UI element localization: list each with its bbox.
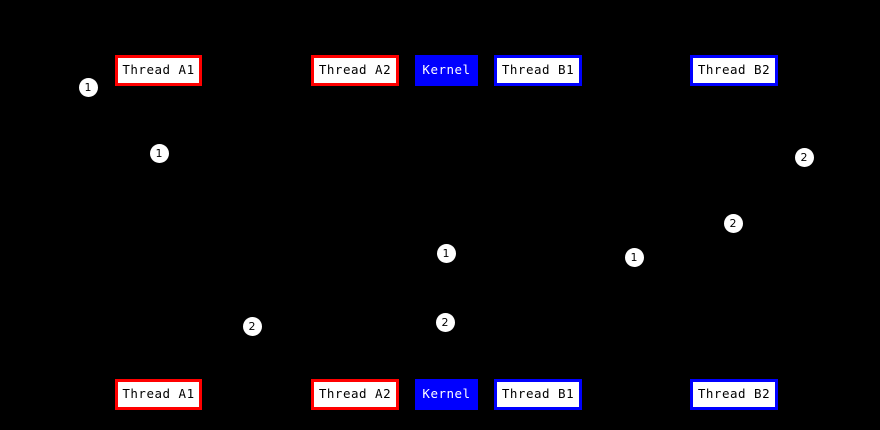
participant-top-kernel[interactable]: Kernel xyxy=(415,55,478,86)
msg-6 xyxy=(538,257,634,258)
participant-label: Thread A2 xyxy=(318,386,392,402)
participant-top-thread-a2[interactable]: Thread A2 xyxy=(311,55,399,86)
step-badge-2[interactable]: 2 xyxy=(242,316,262,336)
step-badge-1[interactable]: 1 xyxy=(78,77,98,97)
participant-top-thread-b1[interactable]: Thread B1 xyxy=(494,55,582,86)
participant-label: Thread A1 xyxy=(122,62,195,78)
lifeline-thread-a1 xyxy=(158,86,159,379)
participant-bottom-kernel[interactable]: Kernel xyxy=(415,379,478,410)
step-badge-1[interactable]: 1 xyxy=(149,143,169,163)
msg-2 xyxy=(158,153,446,154)
participant-label: Thread B1 xyxy=(501,62,575,78)
step-badge-1[interactable]: 1 xyxy=(624,247,644,267)
step-badge-1[interactable]: 1 xyxy=(436,243,456,263)
participant-label: Kernel xyxy=(422,62,471,78)
participant-label: Thread B2 xyxy=(697,62,771,78)
step-badge-2[interactable]: 2 xyxy=(794,147,814,167)
msg-4 xyxy=(446,223,734,224)
participant-label: Thread A2 xyxy=(318,62,392,78)
participant-bottom-thread-a1[interactable]: Thread A1 xyxy=(115,379,202,410)
participant-label: Kernel xyxy=(422,386,471,402)
msg-8 xyxy=(355,322,446,323)
participant-top-thread-a1[interactable]: Thread A1 xyxy=(115,55,202,86)
lifeline-thread-a2 xyxy=(355,86,356,379)
lifeline-thread-b2 xyxy=(734,86,735,379)
msg-5 xyxy=(446,253,538,254)
participant-top-thread-b2[interactable]: Thread B2 xyxy=(690,55,778,86)
step-badge-2[interactable]: 2 xyxy=(435,312,455,332)
participant-bottom-thread-a2[interactable]: Thread A2 xyxy=(311,379,399,410)
msg-1 xyxy=(88,87,158,88)
step-badge-2[interactable]: 2 xyxy=(723,213,743,233)
participant-bottom-thread-b1[interactable]: Thread B1 xyxy=(494,379,582,410)
participant-label: Thread B2 xyxy=(697,386,771,402)
participant-label: Thread A1 xyxy=(122,386,195,402)
lifeline-thread-b1 xyxy=(538,86,539,379)
participant-bottom-thread-b2[interactable]: Thread B2 xyxy=(690,379,778,410)
lifeline-kernel xyxy=(446,86,447,379)
participant-label: Thread B1 xyxy=(501,386,575,402)
msg-3 xyxy=(734,157,804,158)
